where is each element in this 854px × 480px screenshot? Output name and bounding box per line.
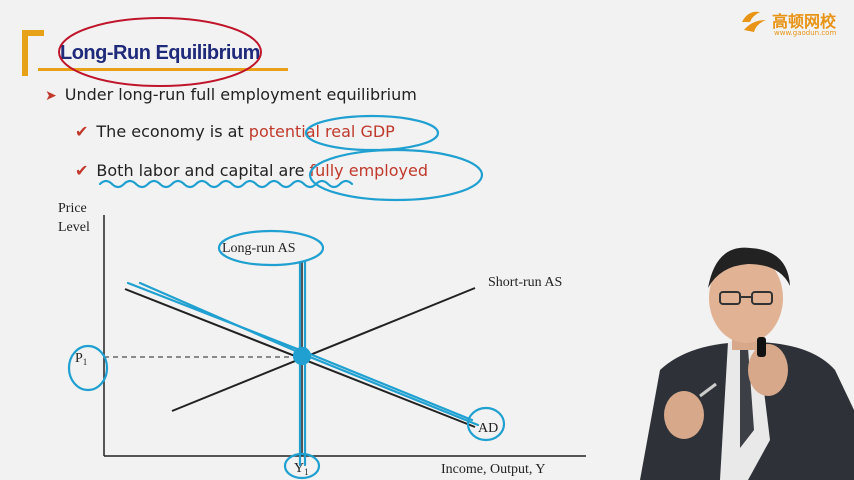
pen-icon [699,382,717,398]
x-axis-label: Income, Output, Y [441,462,545,477]
sub-bullet-1-highlight: potential real GDP [248,122,395,141]
annotation-strokes [67,114,506,480]
annotation-circle-p1 [67,344,109,392]
annotation-equilibrium-dot [292,346,312,366]
logo-url: www.gaodun.com [774,29,837,37]
annotation-circle-y1 [283,452,321,480]
arrow-bullet-icon: ➤ [45,88,57,104]
annotation-circle-lras [217,229,325,267]
annotation-wavy-underline [98,179,354,189]
presenter-hand-right [748,344,788,396]
output-label: Y1 [294,461,309,477]
annotation-circle-fully-employed [308,148,484,202]
gaodun-logo: 高顿网校 www.gaodun.com [738,8,850,42]
title-bracket-decoration [22,30,44,76]
annotation-circle-ad [466,406,506,442]
price-label: P1 [75,351,87,367]
logo-name: 高顿网校 [772,12,837,31]
sub-bullet-fully-employed: ✔ Both labor and capital are fully employ… [75,161,428,180]
sub-bullet-potential-gdp: ✔ The economy is at potential real GDP [75,122,395,141]
sub-bullet-2-highlight: fully employed [309,161,429,180]
presenter-figure [640,247,854,480]
main-bullet: ➤ Under long-run full employment equilibr… [45,85,417,104]
annotation-circle-title [58,17,262,87]
presenter-glasses [719,291,773,305]
presenter-hair [708,247,790,288]
annotation-circle-potential-gdp [304,114,440,152]
checkmark-icon: ✔ [75,161,89,180]
y-axis-label-line1: Price [58,201,87,216]
aggregate-demand-label: AD [478,421,498,436]
sub-bullet-2-text: Both labor and capital are [96,161,310,180]
microphone-icon [757,337,766,357]
sub-bullet-1-text: The economy is at [96,122,249,141]
presenter-hand-left [664,391,704,439]
long-run-as-label: Long-run AS [222,241,296,256]
main-bullet-text: Under long-run full employment equilibri… [64,85,417,104]
short-run-as-line [171,287,476,412]
y-axis-label-line2: Level [58,220,90,235]
presenter-tie [740,348,754,448]
short-run-as-label: Short-run AS [488,275,562,290]
slide-title: Long-Run Equilibrium [60,42,260,64]
checkmark-icon: ✔ [75,122,89,141]
title-underline [38,68,288,71]
logo-mark-icon [742,11,766,32]
